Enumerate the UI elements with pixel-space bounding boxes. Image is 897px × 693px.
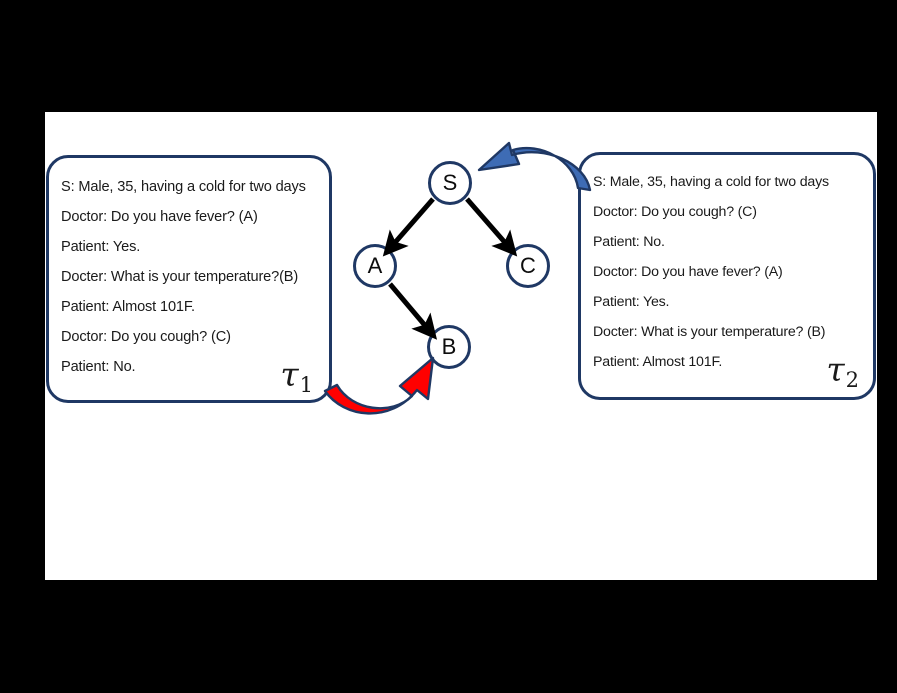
- tau-subscript: 1: [299, 373, 313, 397]
- dialogue-line: Docter: What is your temperature? (B): [593, 324, 826, 340]
- dialogue-line: Patient: Almost 101F.: [61, 299, 195, 315]
- tau-glyph: τ: [280, 355, 299, 395]
- dialogue-line: S: Male, 35, having a cold for two days: [61, 179, 306, 195]
- dialogue-line: Patient: No.: [593, 234, 665, 250]
- dialogue-line: Doctor: Do you cough? (C): [593, 204, 757, 220]
- trajectory-right-lines: S: Male, 35, having a cold for two days …: [581, 167, 873, 377]
- dialogue-line: Doctor: Do you cough? (C): [61, 329, 231, 345]
- trajectory-label-tau1: τ1: [280, 358, 313, 396]
- tau-subscript: 2: [845, 368, 859, 392]
- dialogue-line: Patient: Yes.: [61, 239, 141, 255]
- trajectory-box-tau1: S: Male, 35, having a cold for two days …: [46, 155, 332, 403]
- dialogue-line: Patient: Yes.: [593, 294, 670, 310]
- dialogue-line: S: Male, 35, having a cold for two days: [593, 174, 829, 190]
- dialogue-line: Patient: Almost 101F.: [593, 354, 723, 370]
- dialogue-line: Doctor: Do you have fever? (A): [593, 264, 783, 280]
- tau-glyph: τ: [826, 350, 845, 390]
- dialogue-line: Docter: What is your temperature?(B): [61, 269, 299, 285]
- dialogue-line: Patient: No.: [61, 359, 136, 375]
- trajectory-box-tau2: S: Male, 35, having a cold for two days …: [578, 152, 876, 400]
- dialogue-line: Doctor: Do you have fever? (A): [61, 209, 258, 225]
- trajectory-left-lines: S: Male, 35, having a cold for two days …: [49, 172, 329, 382]
- trajectory-label-tau2: τ2: [826, 353, 859, 391]
